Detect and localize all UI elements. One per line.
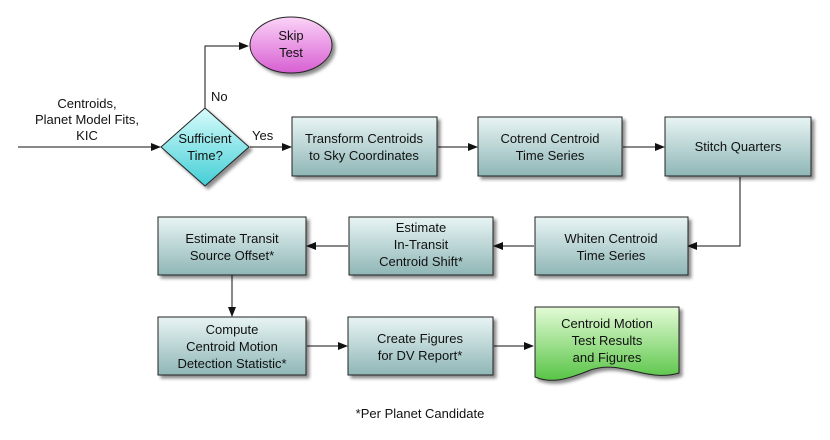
whiten-line-2: Time Series [577,248,646,263]
whiten-line-1: Whiten Centroid [564,231,657,246]
input-label: Centroids, Planet Model Fits, KIC [35,96,139,143]
decision-line-1: Sufficient [178,131,232,146]
connectors [18,42,741,350]
step-create-figures: Create Figures for DV Report* [347,316,494,376]
step-whiten-centroid: Whiten Centroid Time Series [534,216,689,276]
transform-line-2: to Sky Coordinates [309,148,419,163]
edge-label-yes: Yes [252,128,274,143]
shift-line-1: Estimate [396,220,447,235]
output-document: Centroid Motion Test Results and Figures [534,306,680,381]
figures-line-1: Create Figures [377,331,463,346]
decision-sufficient-time: Sufficient Time? [160,107,250,187]
step-estimate-transit-source-offset: Estimate Transit Source Offset* [157,216,307,276]
output-line-2: Test Results [572,333,643,348]
step-transform-centroids: Transform Centroids to Sky Coordinates [291,116,438,177]
offset-line-1: Estimate Transit [185,231,279,246]
output-line-1: Centroid Motion [561,316,653,331]
shift-line-3: Centroid Shift* [379,254,463,269]
skip-line-2: Test [279,45,303,60]
decision-line-2: Time? [187,148,223,163]
edge-label-no: No [211,89,228,104]
skip-line-1: Skip [278,28,303,43]
figures-line-2: for DV Report* [378,348,463,363]
step-cotrend-centroid: Cotrend Centroid Time Series [477,116,623,177]
offset-line-2: Source Offset* [190,248,274,263]
edge-no-to-skip [204,42,249,110]
compute-line-2: Centroid Motion [186,339,278,354]
cotrend-line-2: Time Series [516,148,585,163]
step-stitch-quarters: Stitch Quarters [664,116,812,177]
input-line-1: Centroids, [57,96,116,111]
compute-line-1: Compute [206,322,259,337]
compute-line-3: Detection Statistic* [177,356,286,371]
edge-stitch-to-whiten [687,177,741,250]
cotrend-line-1: Cotrend Centroid [501,131,600,146]
shift-line-2: In-Transit [394,237,449,252]
transform-line-1: Transform Centroids [305,131,423,146]
input-line-2: Planet Model Fits, [35,112,139,127]
step-compute-detection-statistic: Compute Centroid Motion Detection Statis… [157,316,307,376]
input-line-3: KIC [76,128,98,143]
step-estimate-in-transit-shift: Estimate In-Transit Centroid Shift* [348,216,494,276]
output-line-3: and Figures [573,350,642,365]
skip-test-node: Skip Test [249,16,333,74]
stitch-line-1: Stitch Quarters [695,139,782,154]
footnote: *Per Planet Candidate [356,406,485,421]
